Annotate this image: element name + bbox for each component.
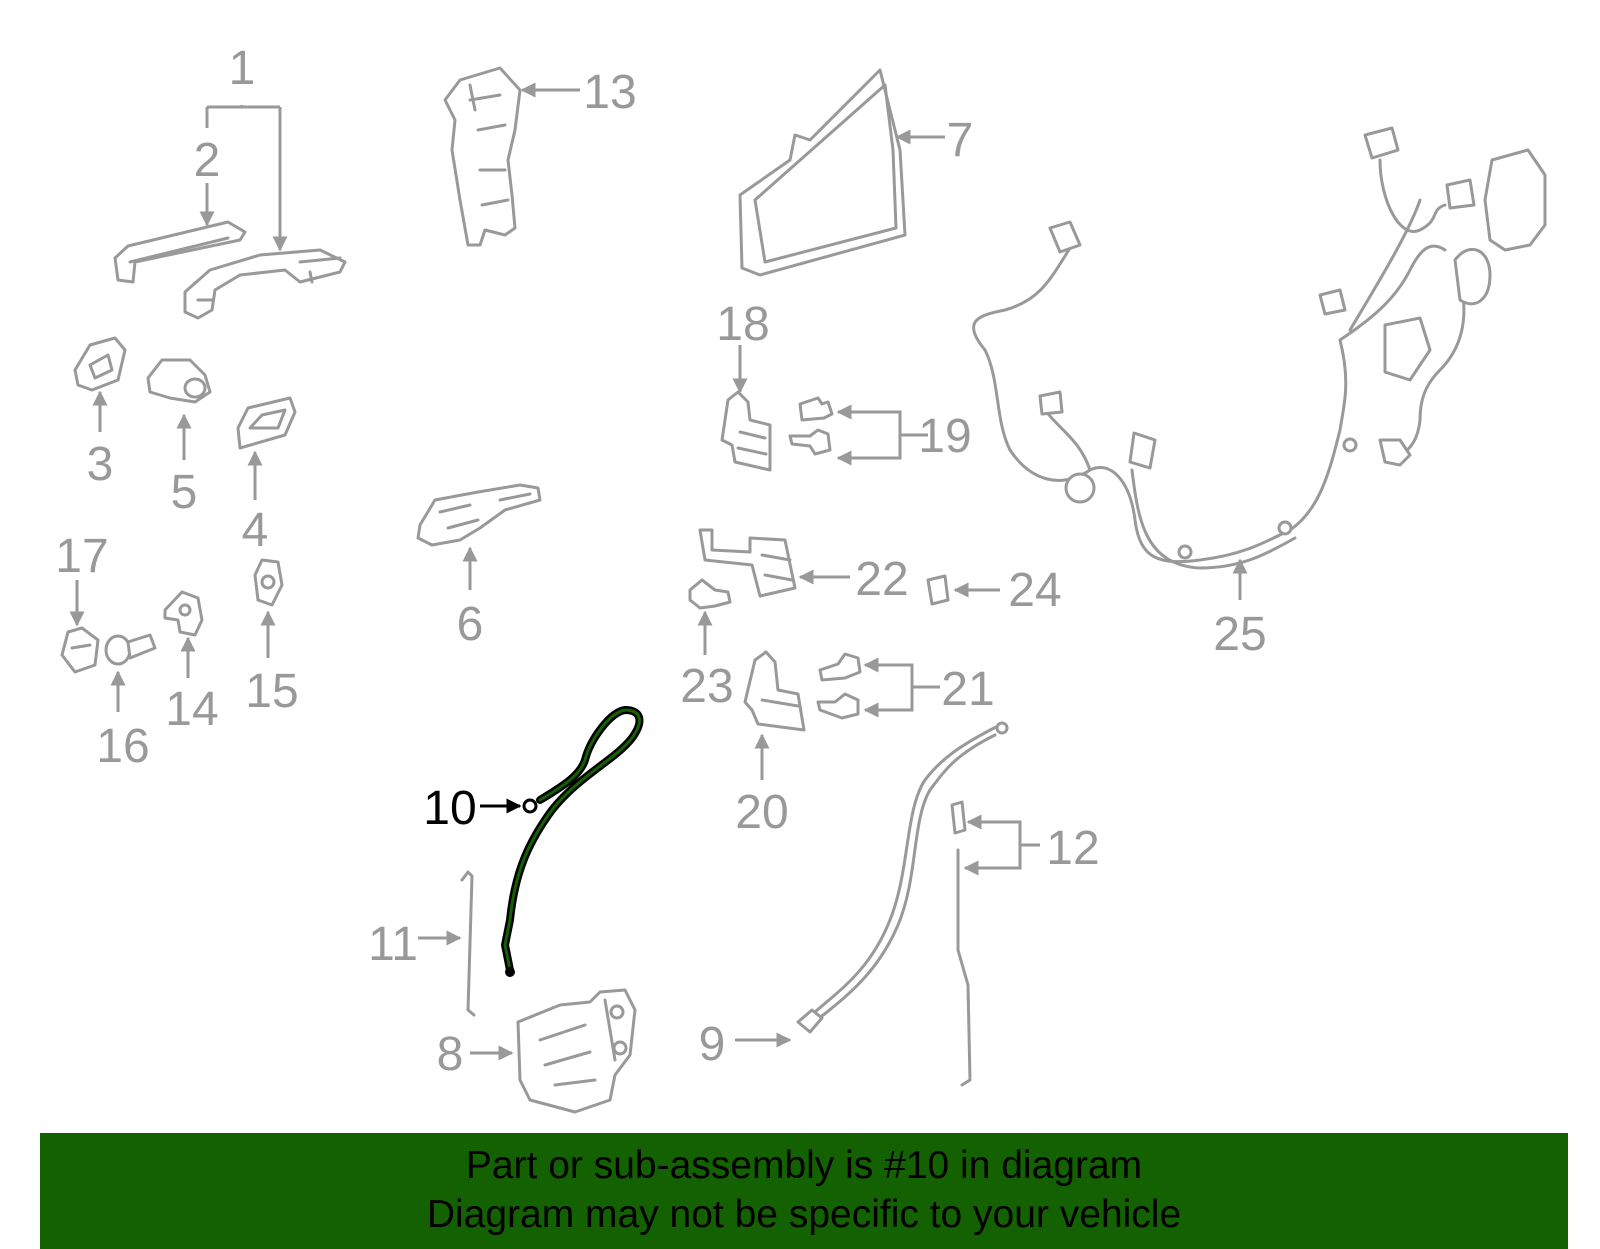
- part-24-clip: [926, 574, 950, 606]
- part-5-lock-cylinder: [146, 358, 212, 404]
- part-21-bolts: [816, 652, 862, 720]
- part-4-pad: [236, 396, 297, 450]
- callout-20: 20: [735, 786, 788, 839]
- part-11-rod: [460, 870, 476, 1017]
- info-banner: Part or sub-assembly is #10 in diagram D…: [40, 1133, 1568, 1249]
- part-6-inside-handle: [416, 483, 542, 547]
- part-10-cable: [501, 706, 644, 977]
- callout-17: 17: [55, 530, 108, 583]
- part-1-outside-handle: [183, 248, 347, 320]
- leader-19: [836, 404, 928, 466]
- parts-diagram: 1 2 3 4 5 6 7 8 9 10 11 12 13 14 15 16 1…: [55, 42, 1547, 1114]
- part-20-lower-hinge: [743, 650, 806, 732]
- leader-21: [863, 657, 940, 718]
- callout-8: 8: [437, 1028, 464, 1081]
- callout-18: 18: [716, 298, 769, 351]
- part-25-wiring-harness: [972, 126, 1547, 570]
- callout-11: 11: [368, 918, 418, 971]
- callout-5: 5: [171, 466, 198, 519]
- callout-24: 24: [1008, 564, 1061, 617]
- part-7-gasket: [738, 68, 907, 277]
- callout-2: 2: [194, 134, 221, 187]
- part-15-seal: [253, 558, 284, 607]
- callout-15: 15: [245, 665, 298, 718]
- callout-9: 9: [699, 1018, 726, 1071]
- part-12-rod-and-clip: [950, 800, 972, 1087]
- callout-1: 1: [229, 42, 256, 95]
- banner-line-disclaimer: Diagram may not be specific to your vehi…: [426, 1193, 1182, 1236]
- callout-23: 23: [680, 660, 733, 713]
- callout-6: 6: [457, 598, 484, 651]
- part-13-bracket: [443, 66, 522, 247]
- callout-3: 3: [87, 438, 114, 491]
- callout-14: 14: [165, 683, 218, 736]
- callout-16: 16: [96, 720, 149, 773]
- part-19-bolts: [788, 396, 834, 456]
- leader-12: [963, 814, 1040, 876]
- callout-21: 21: [941, 663, 994, 716]
- part-2-handle-cover: [113, 220, 247, 284]
- part-16-screw: [104, 633, 157, 666]
- callout-10: 10: [423, 782, 476, 835]
- callout-19: 19: [918, 410, 971, 463]
- callout-4: 4: [242, 504, 269, 557]
- part-18-upper-hinge: [720, 390, 772, 472]
- leader-1: [205, 105, 288, 252]
- callout-22: 22: [855, 553, 908, 606]
- part-17-grommet: [60, 626, 100, 674]
- part-9-cable: [796, 721, 1009, 1034]
- part-23-bolt: [688, 578, 732, 610]
- banner-line-part: Part or sub-assembly is #10 in diagram: [465, 1144, 1143, 1187]
- part-14-clip: [163, 590, 204, 637]
- callout-12: 12: [1046, 822, 1099, 875]
- part-3-cap: [73, 336, 127, 392]
- part-8-door-latch: [516, 988, 637, 1114]
- callout-13: 13: [583, 66, 636, 119]
- callout-25: 25: [1213, 608, 1266, 661]
- callout-7: 7: [947, 114, 974, 167]
- part-22-check-link: [698, 528, 797, 598]
